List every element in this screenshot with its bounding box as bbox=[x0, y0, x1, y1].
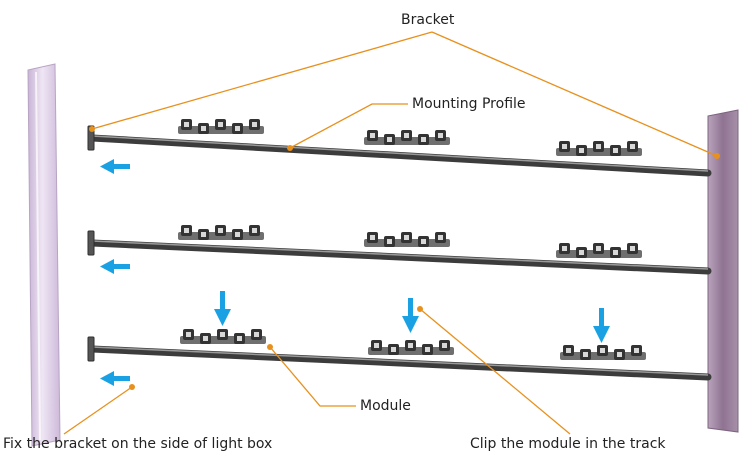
leader-module bbox=[269, 346, 356, 407]
leader-bracket-right bbox=[431, 31, 718, 157]
leader-lines bbox=[63, 31, 718, 435]
end-bracket bbox=[87, 336, 95, 362]
leader-mounting-profile bbox=[289, 103, 408, 149]
led-module bbox=[178, 225, 264, 240]
mounting-profile-label: Mounting Profile bbox=[412, 96, 526, 112]
led-module bbox=[180, 329, 266, 344]
leader-clip-module bbox=[419, 308, 571, 435]
arrow-down-icon bbox=[593, 308, 610, 343]
led-module bbox=[368, 340, 454, 355]
led-module bbox=[556, 141, 642, 156]
arrow-left-icon bbox=[100, 371, 130, 386]
bracket-label: Bracket bbox=[401, 12, 455, 28]
clip-module-caption: Clip the module in the track bbox=[470, 436, 666, 452]
led-module bbox=[560, 345, 646, 360]
right-side-panel bbox=[707, 109, 739, 433]
arrow-down-icon bbox=[214, 291, 231, 326]
mounting-profile bbox=[87, 119, 712, 177]
arrow-left-icon bbox=[100, 159, 130, 174]
end-bracket bbox=[87, 125, 95, 151]
led-module bbox=[178, 119, 264, 134]
arrow-down-icon bbox=[402, 298, 419, 333]
fix-bracket-caption: Fix the bracket on the side of light box bbox=[3, 436, 273, 452]
leader-bracket-left bbox=[91, 31, 433, 130]
led-module bbox=[364, 232, 450, 247]
leader-fix-bracket bbox=[63, 386, 133, 435]
left-side-panel bbox=[27, 63, 61, 447]
blue-arrows bbox=[100, 159, 610, 386]
led-module bbox=[556, 243, 642, 258]
module-label: Module bbox=[360, 398, 411, 414]
end-bracket bbox=[87, 230, 95, 256]
leader-dots bbox=[89, 126, 720, 390]
mounting-profile bbox=[87, 225, 712, 275]
mounting-profile bbox=[87, 329, 712, 381]
arrow-left-icon bbox=[100, 259, 130, 274]
led-module bbox=[364, 130, 450, 145]
mounting-profiles bbox=[87, 119, 712, 381]
